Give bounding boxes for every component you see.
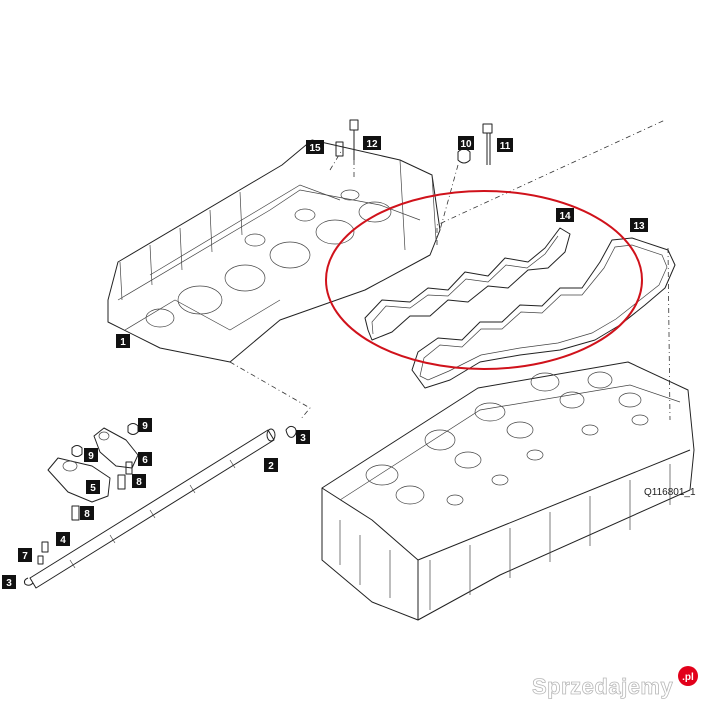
svg-text:13: 13 <box>633 221 645 232</box>
watermark: Sprzedajemy .pl <box>532 666 698 699</box>
rocker-shaft <box>23 425 297 589</box>
svg-text:7: 7 <box>22 551 28 562</box>
callout-8-upper: 8 <box>132 474 146 488</box>
callout-8-lower: 8 <box>80 506 94 520</box>
gasket-13 <box>411 237 676 389</box>
svg-text:4: 4 <box>60 535 66 546</box>
watermark-text: Sprzedajemy <box>532 674 673 699</box>
cover-ports <box>145 189 392 328</box>
callout-12: 12 <box>363 136 381 150</box>
watermark-badge <box>678 666 698 686</box>
rocker-arm-a <box>47 457 111 503</box>
valve-cover <box>107 139 441 363</box>
svg-text:1: 1 <box>120 337 126 348</box>
svg-text:9: 9 <box>142 421 148 432</box>
svg-text:15: 15 <box>309 143 321 154</box>
svg-text:11: 11 <box>500 141 511 152</box>
adjuster-screws <box>37 423 139 565</box>
callout-9-lower: 9 <box>84 448 98 462</box>
gasket-14 <box>364 227 571 341</box>
rocker-arm-b <box>93 427 139 469</box>
svg-text:5: 5 <box>90 483 96 494</box>
callout-9-upper: 9 <box>138 418 152 432</box>
svg-text:14: 14 <box>559 211 571 222</box>
callout-13: 13 <box>630 218 648 232</box>
figure-reference-code: Q116801_1 <box>644 487 696 498</box>
svg-text:8: 8 <box>84 509 90 520</box>
callout-10: 10 <box>458 136 474 150</box>
callout-7: 7 <box>18 548 32 562</box>
svg-text:3: 3 <box>6 578 12 589</box>
svg-text:3: 3 <box>300 433 306 444</box>
callout-3-right: 3 <box>296 430 310 444</box>
callout-5: 5 <box>86 480 100 494</box>
cover-stud <box>335 141 344 157</box>
callout-15: 15 <box>306 140 324 154</box>
cover-bolt <box>349 119 359 178</box>
svg-text:9: 9 <box>88 451 94 462</box>
callout-11: 11 <box>497 138 513 152</box>
watermark-badge-label: .pl <box>682 672 694 683</box>
callout-1: 1 <box>116 334 130 348</box>
callout-2: 2 <box>264 458 278 472</box>
callout-6: 6 <box>138 452 152 466</box>
grommet <box>457 148 471 164</box>
callout-3-left: 3 <box>2 575 16 589</box>
long-bolt <box>482 123 493 165</box>
svg-text:2: 2 <box>268 461 274 472</box>
head-bores <box>365 371 649 506</box>
gasket-highlight <box>325 190 643 370</box>
callout-14: 14 <box>556 208 574 222</box>
callout-4: 4 <box>56 532 70 546</box>
svg-text:8: 8 <box>136 477 142 488</box>
svg-text:10: 10 <box>460 139 472 150</box>
svg-text:12: 12 <box>366 139 378 150</box>
svg-text:6: 6 <box>142 455 148 466</box>
cylinder-head <box>321 361 695 621</box>
